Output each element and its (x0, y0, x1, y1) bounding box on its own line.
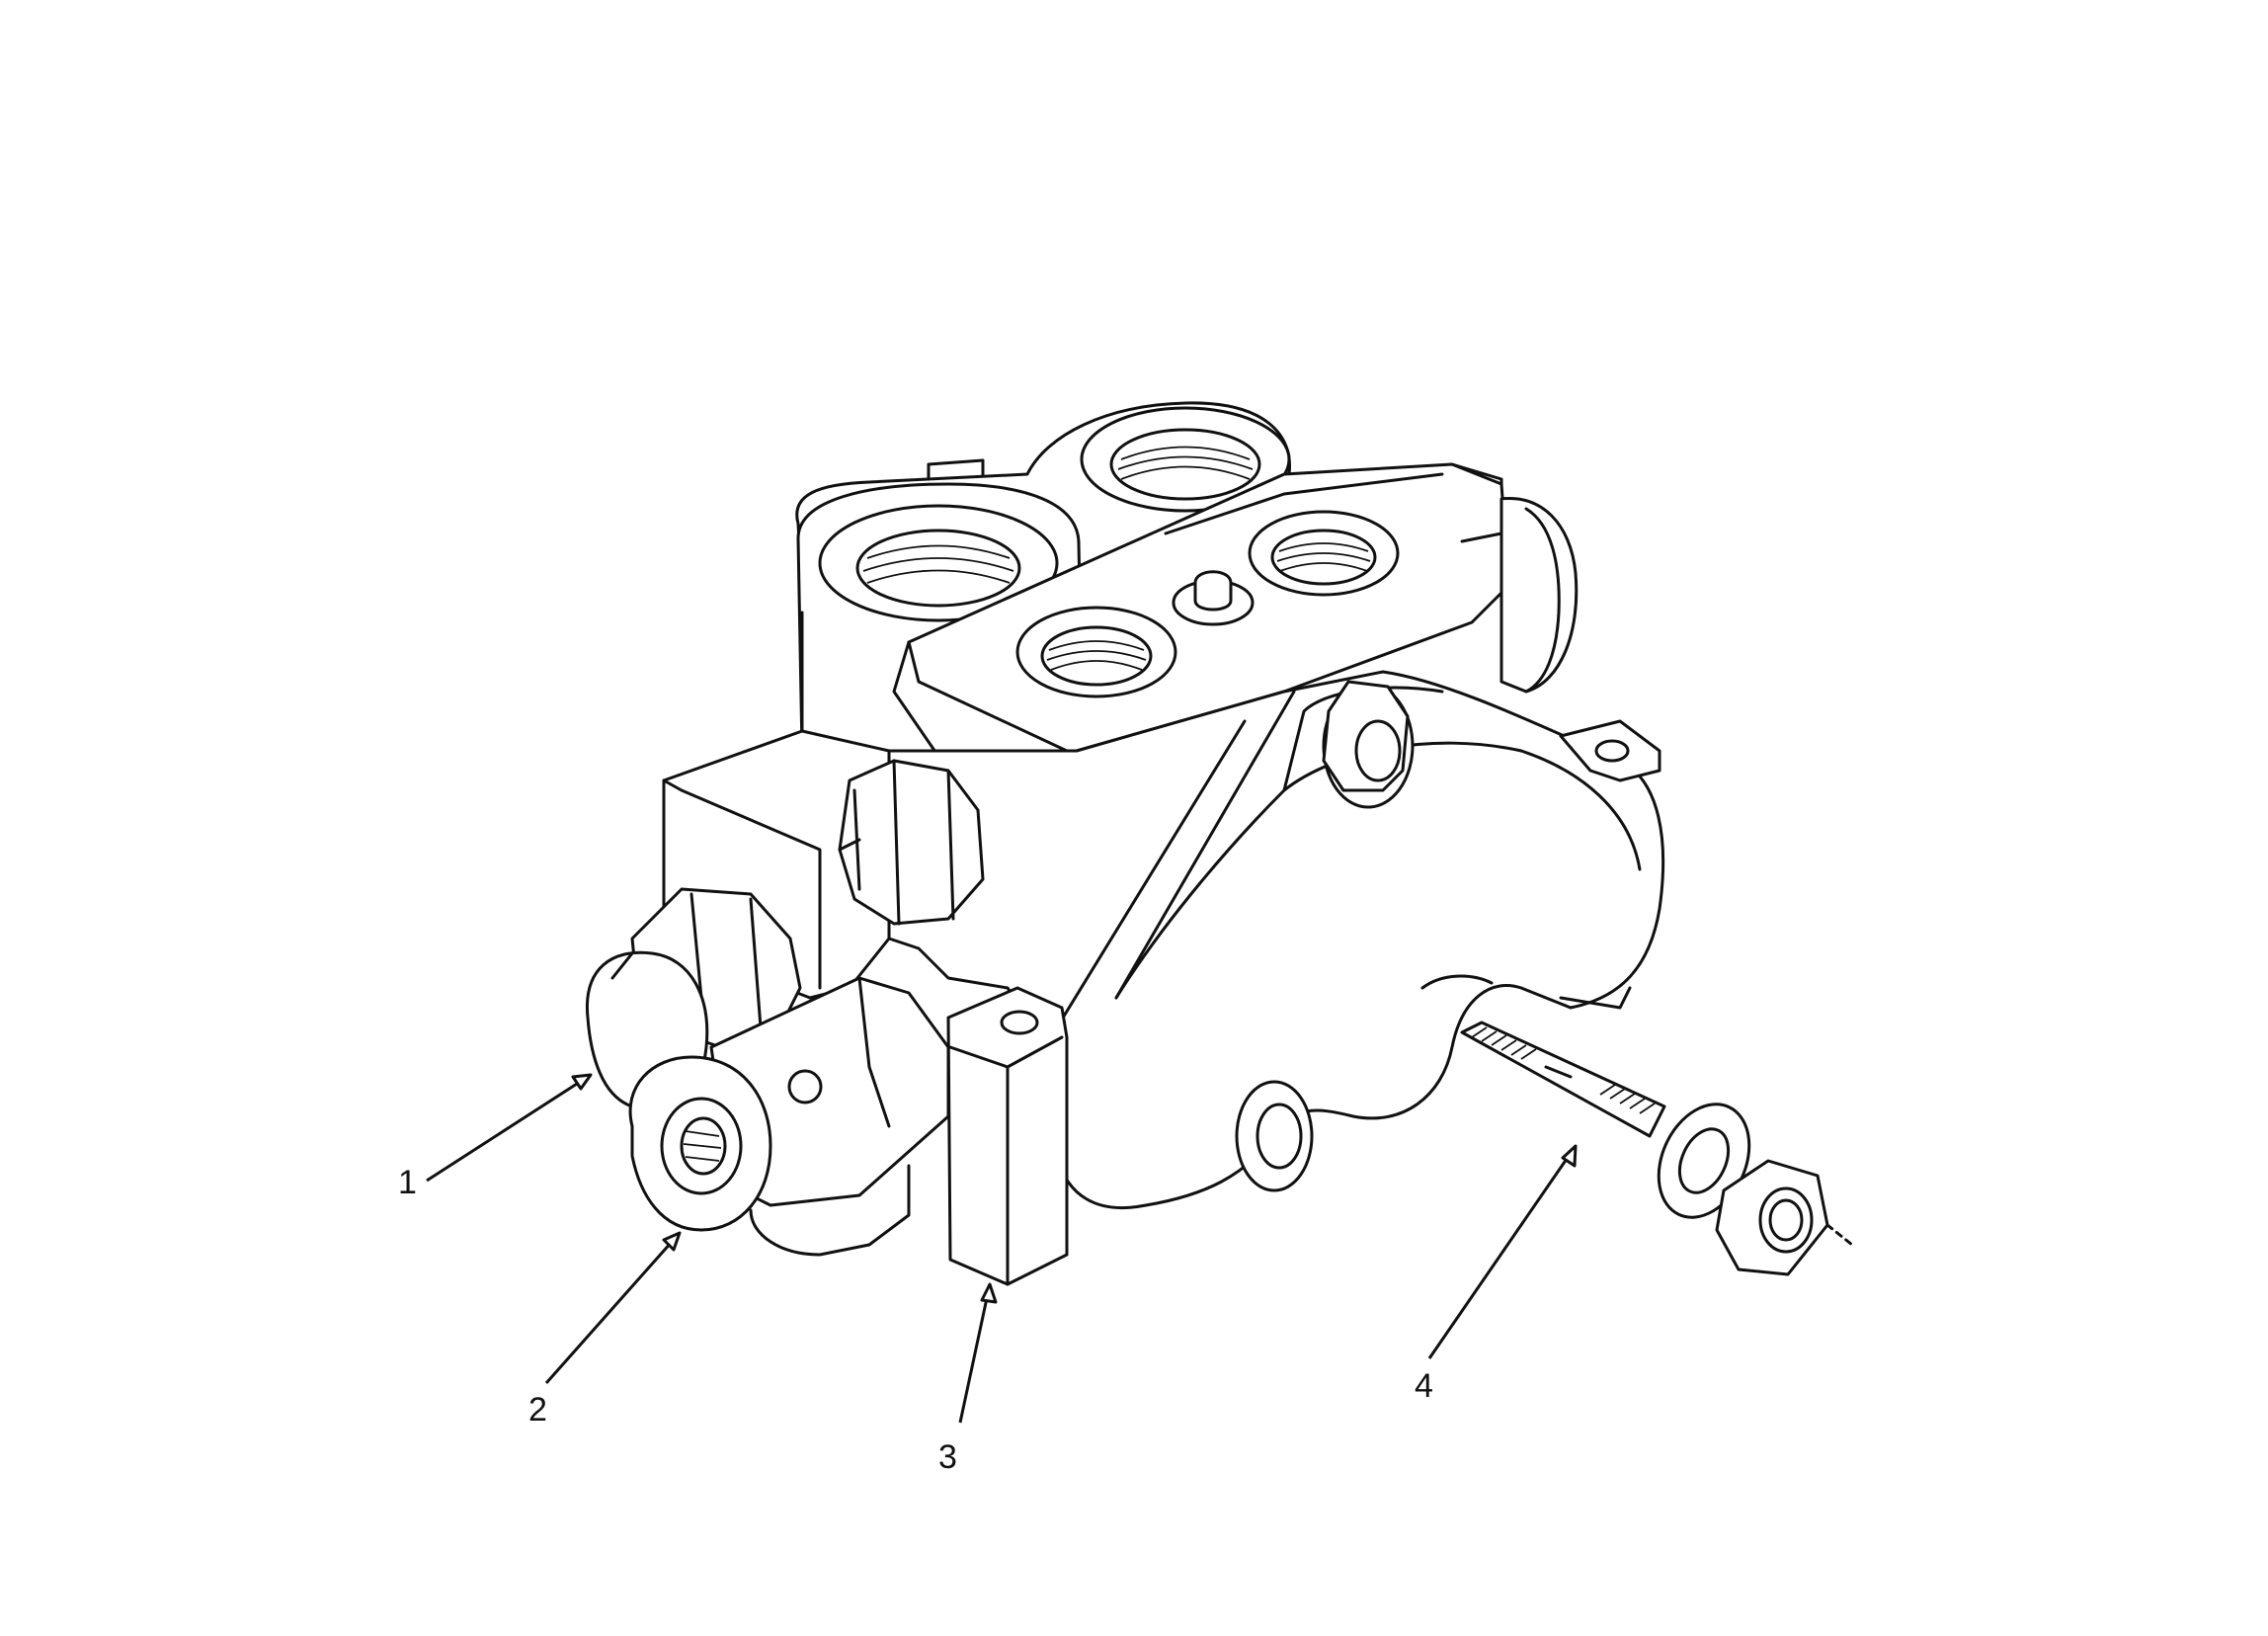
callout-2: 2 (528, 1391, 547, 1429)
callout-1: 1 (398, 1164, 417, 1201)
threaded-fitting (628, 976, 950, 1257)
arrowhead-3 (980, 1282, 998, 1304)
hex-bolt-left (838, 759, 985, 926)
main-valve-body (887, 670, 1665, 1210)
callout-4: 4 (1415, 1367, 1433, 1405)
arrowhead-4 (1561, 1144, 1578, 1168)
mounting-block (946, 986, 1069, 1286)
arrowhead-2 (662, 1231, 682, 1252)
body-top-bolt (1322, 680, 1415, 809)
right-mounting-tab (1559, 719, 1661, 782)
stud-washer-nut (1460, 1021, 1854, 1276)
leader-lines (426, 1073, 1578, 1424)
right-side-cap (1499, 496, 1579, 694)
leader-4 (1427, 1145, 1578, 1359)
top-plate (892, 462, 1508, 773)
arrowhead-1 (571, 1073, 593, 1091)
leader-1 (426, 1073, 592, 1183)
leader-2 (544, 1232, 682, 1384)
callout-3: 3 (938, 1438, 957, 1476)
lower-body-bolt (1235, 1080, 1314, 1192)
leader-3 (958, 1283, 992, 1424)
